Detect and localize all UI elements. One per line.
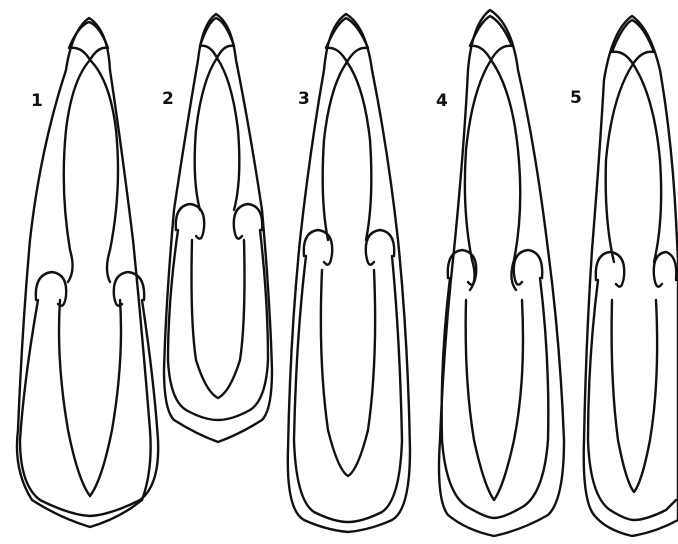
- specimen-3-upper-lobe: [323, 62, 372, 240]
- specimen-2-upper-lobe: [195, 58, 240, 210]
- specimen-2-left-notch: [176, 204, 204, 239]
- specimen-3-inner-chamber: [321, 270, 375, 476]
- specimen-5-upper-crown: [612, 20, 654, 64]
- specimen-4-upper-crown: [470, 16, 512, 60]
- specimen-2: [164, 14, 272, 442]
- specimen-3-lower-shell: [294, 256, 402, 522]
- figure-label-1: 1: [31, 93, 43, 110]
- specimen-2-lower-shell: [168, 230, 268, 420]
- specimen-2-right-notch: [234, 204, 262, 239]
- specimen-5-lower-shell: [588, 280, 676, 520]
- specimen-5-right-notch: [654, 252, 677, 287]
- specimen-3-left-notch: [304, 230, 332, 265]
- specimen-5-outer-outline: [584, 16, 678, 536]
- specimen-1-inner-chamber: [59, 300, 121, 496]
- specimen-5-left-notch: [596, 252, 624, 287]
- specimen-2-upper-crown: [200, 18, 234, 58]
- specimen-1-lower-shell: [20, 300, 158, 516]
- specimen-5-upper-lobe: [606, 64, 661, 262]
- specimen-5-inner-chamber: [612, 300, 658, 492]
- figure-label-2: 2: [162, 91, 174, 108]
- specimen-1-left-notch: [36, 272, 66, 306]
- figure-label-3: 3: [298, 91, 310, 108]
- specimen-4: [439, 10, 564, 536]
- specimen-3-upper-crown: [326, 18, 368, 62]
- specimen-2-outer-outline: [164, 14, 272, 442]
- specimen-4-right-notch: [514, 250, 542, 285]
- specimen-1-upper-lobe: [64, 60, 118, 282]
- specimen-2-inner-chamber: [192, 240, 245, 398]
- specimen-3-right-notch: [366, 230, 394, 265]
- specimen-5: [584, 16, 678, 536]
- specimen-4-inner-chamber: [466, 300, 523, 500]
- specimen-4-lower-shell: [442, 278, 549, 518]
- specimen-1-upper-crown: [69, 22, 108, 60]
- figure-label-5: 5: [570, 90, 582, 107]
- figure-label-4: 4: [436, 93, 448, 110]
